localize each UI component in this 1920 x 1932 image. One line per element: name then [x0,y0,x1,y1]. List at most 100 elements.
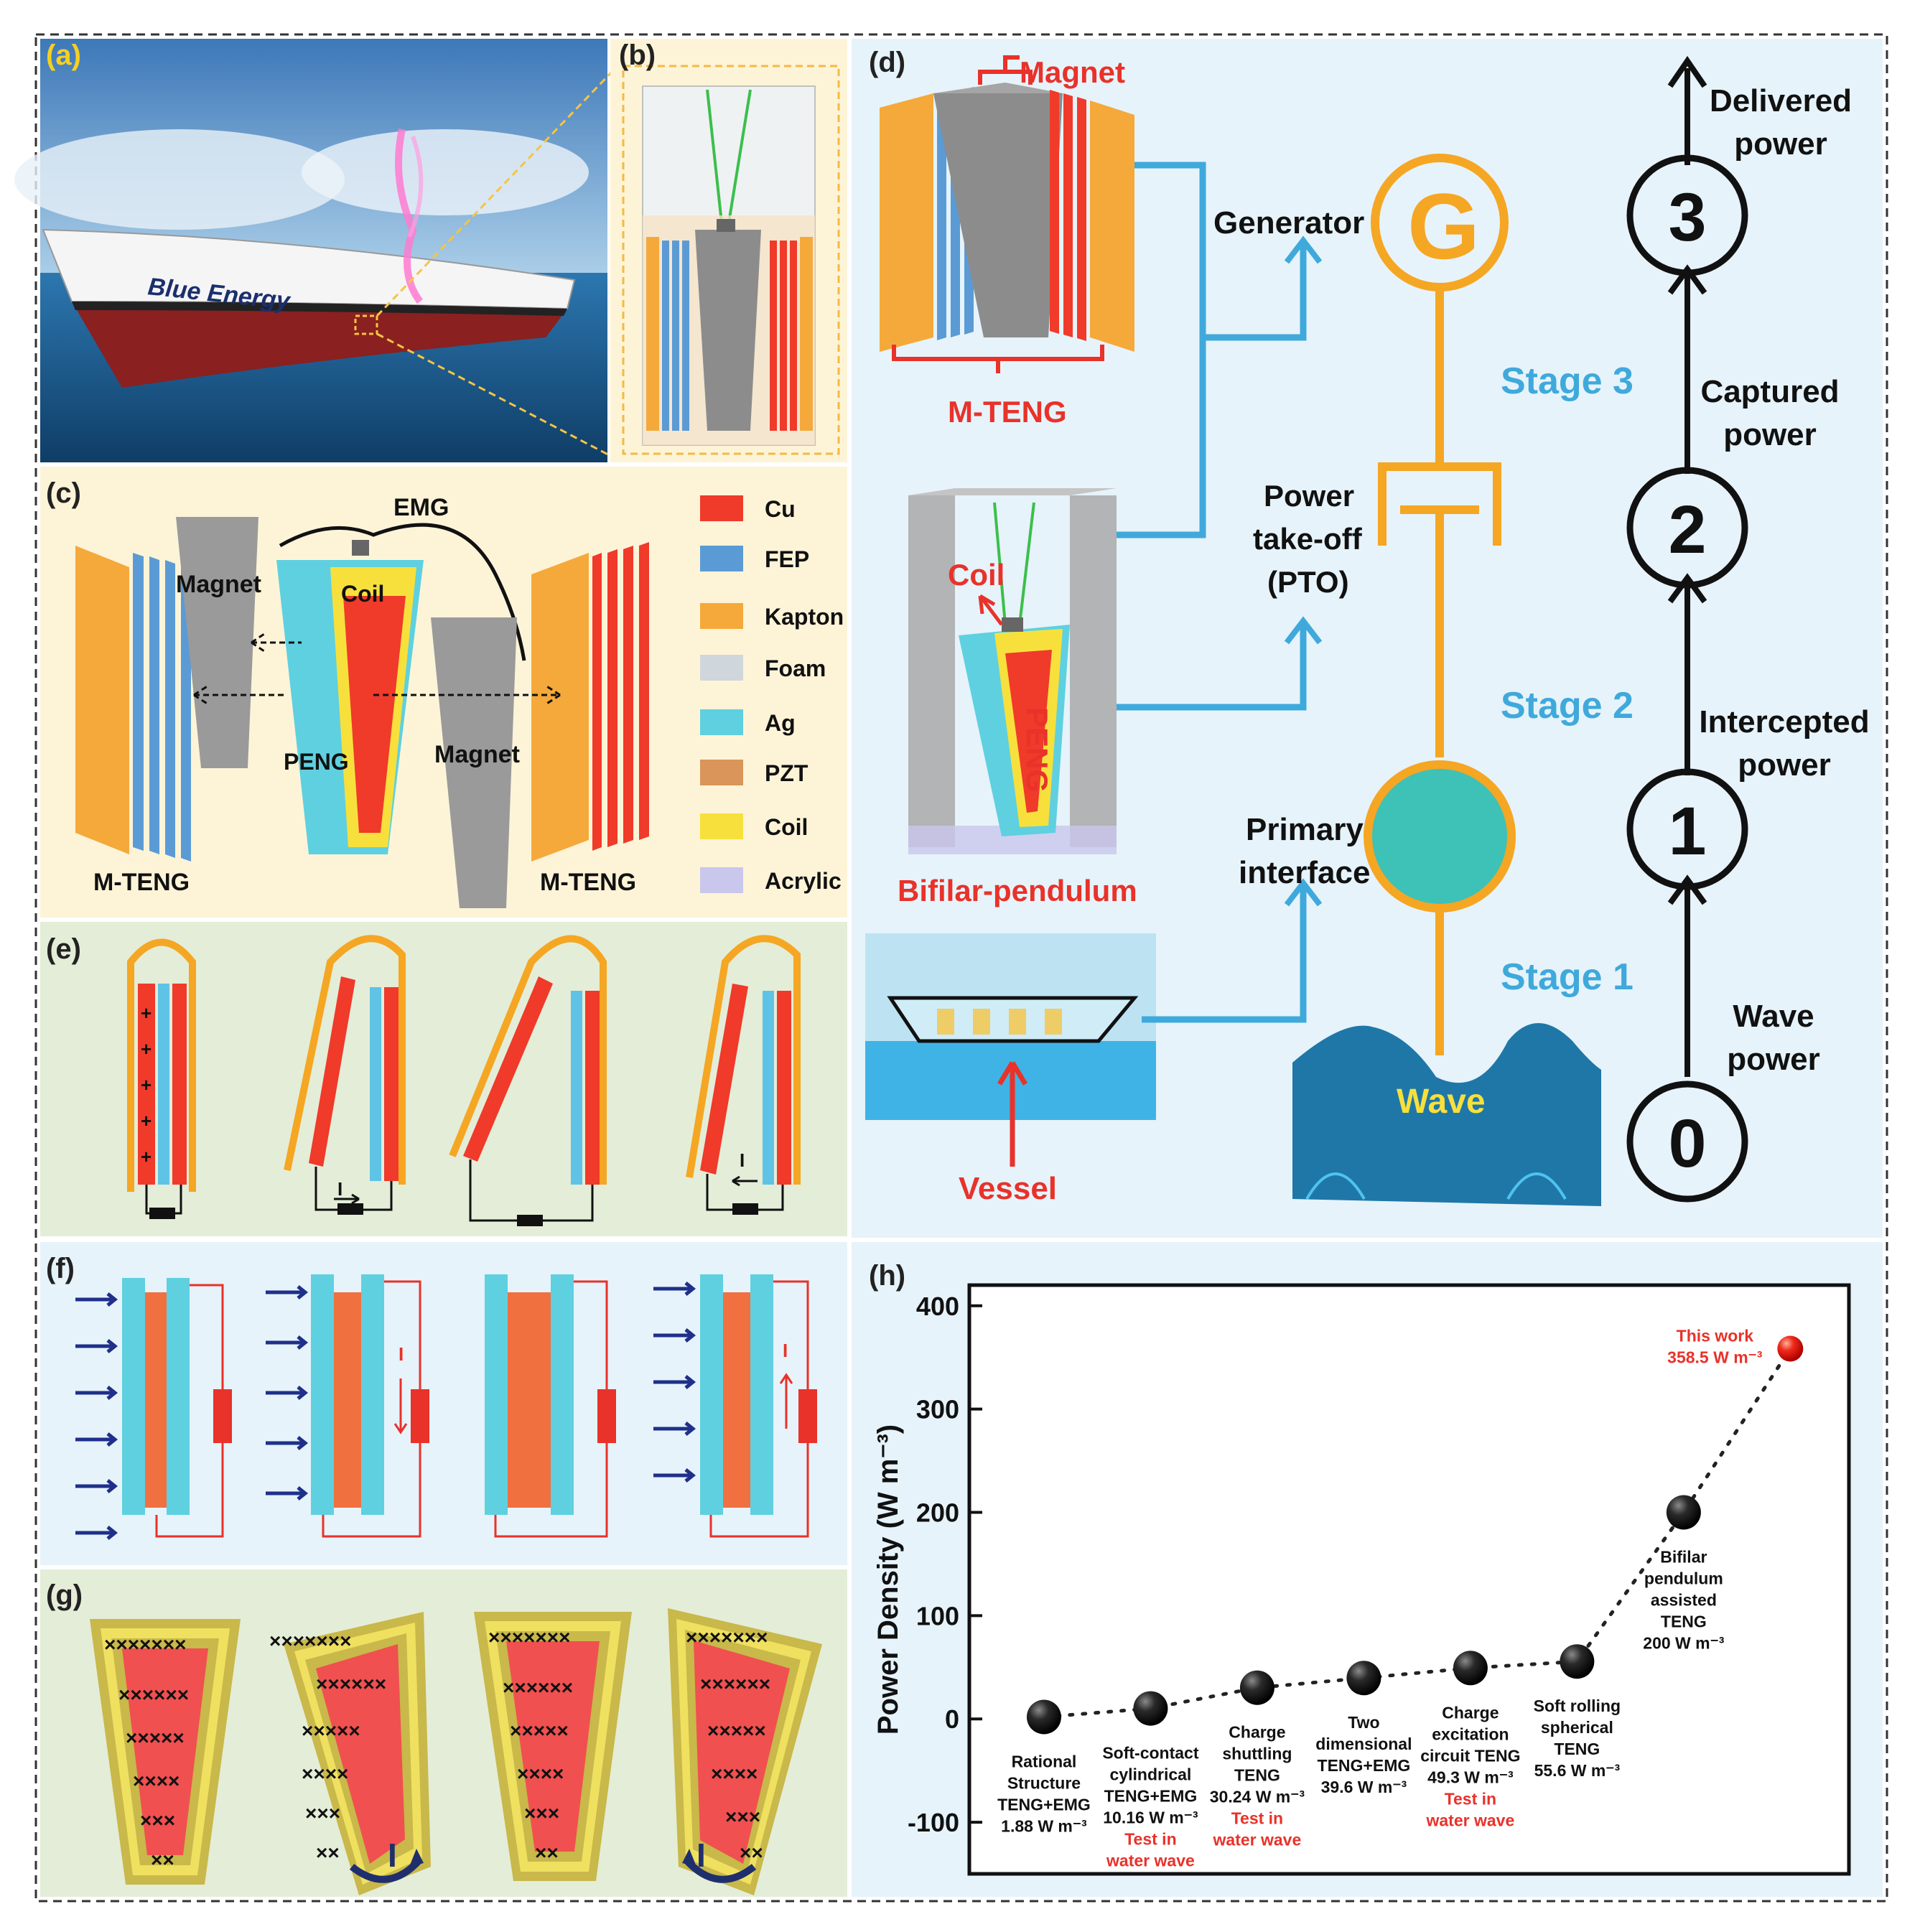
mteng-right [531,542,649,862]
point-note: Test in [1231,1809,1283,1828]
label-primary-2: interface [1239,855,1370,890]
mteng-left-stack [646,237,689,431]
label-mteng: M-TENG [948,395,1067,429]
point-label: cylindrical [1110,1765,1192,1784]
cloud [302,129,589,215]
point-label: 358.5 W m⁻³ [1667,1348,1763,1366]
panel-e: (e) +++++ I [40,922,847,1236]
svg-text:1: 1 [1669,793,1707,869]
point-label: Soft rolling [1534,1697,1621,1715]
svg-text:0: 0 [1669,1106,1707,1182]
svg-text:××: ×× [151,1849,174,1871]
legend-item: Kapton [700,603,844,630]
svg-text:Ag: Ag [765,710,796,736]
ship-stripe [72,302,567,316]
svg-text:PZT: PZT [765,760,808,786]
svg-text:××××××: ×××××× [503,1676,573,1699]
label-stage3: Stage 3 [1501,360,1634,402]
energy-plume [407,135,424,238]
panel-g: (g) I I [40,1569,847,1897]
power-flow-column [1667,55,1707,1077]
vessel-arrow [997,1061,1028,1167]
point-label: This work [1677,1326,1754,1345]
cloud [14,129,345,230]
data-point [1666,1495,1701,1530]
flow-text-2a: Captured [1700,374,1839,409]
legend-item: PZT [700,760,808,786]
coil-pointer [978,594,1003,626]
point-label: 30.24 W m⁻³ [1210,1788,1305,1806]
y-tick-label: 0 [945,1704,959,1734]
legend-item: Cu [700,495,796,522]
flow-text-3b: power [1734,126,1827,162]
label-magnet-left: Magnet [176,571,261,598]
label-generator: Generator [1213,205,1364,241]
teng-state-1: +++++ [127,938,196,1219]
svg-text:×××××××: ××××××× [686,1626,768,1648]
svg-text:×××: ××× [140,1809,175,1831]
flow-node-1: 1 [1626,768,1748,890]
y-tick-label: 400 [916,1292,959,1321]
pendulum-string [706,89,723,223]
svg-text:+: + [141,1002,152,1024]
point-label: dimensional [1315,1735,1412,1753]
coil-state-1 [90,1619,241,1885]
svg-text:×××: ××× [305,1802,340,1824]
panel-label-a: (a) [46,39,81,71]
panel-d: (d) Magnet M-TENG [852,39,1883,1238]
pendulum-string [727,89,752,223]
svg-text:×××××××: ××××××× [269,1630,351,1652]
svg-text:××××: ×××× [517,1763,564,1785]
pendulum-body [695,230,761,431]
legend-item: Ag [700,709,796,736]
legend-item: Acrylic [700,867,842,894]
svg-text:×××: ××× [524,1802,559,1824]
peng-state-1 [75,1278,232,1540]
point-label: Charge [1442,1703,1499,1722]
label-peng-d: PENG [1020,707,1054,793]
flow-text-3a: Delivered [1710,83,1852,118]
point-label: TENG+EMG [997,1796,1091,1814]
label-primary-1: Primary [1246,812,1364,847]
panel-label-f: (f) [46,1253,75,1284]
bifilar-pendulum-3d [908,488,1117,854]
motion-arrows [193,633,561,706]
flow-text-1a: Intercepted [1699,704,1869,739]
point-label: 39.6 W m⁻³ [1321,1778,1407,1796]
svg-text:+: + [141,1146,152,1167]
coil-state-4: I [668,1608,822,1895]
svg-text:××××××: ×××××× [700,1673,770,1695]
label-vessel: Vessel [959,1171,1057,1206]
point-label: TENG [1234,1766,1280,1785]
teng-state-4: I [686,935,801,1215]
plot-area [967,1283,1851,1876]
flow-node-3: 3 [1626,154,1748,276]
trend-line [1042,1346,1792,1719]
svg-text:3: 3 [1669,179,1707,256]
point-label: TENG [1661,1612,1707,1630]
point-label: TENG+EMG [1318,1756,1411,1775]
point-label: Structure [1007,1774,1081,1793]
mteng-left [75,546,191,862]
y-tick-label: 200 [916,1498,959,1527]
panel-label-e: (e) [46,933,81,965]
data-point [1133,1691,1168,1726]
svg-text:××××××: ×××××× [118,1684,189,1706]
generator-symbol: G [1407,174,1480,279]
point-label: Bifilar [1660,1547,1707,1566]
legend-item: FEP [700,546,809,572]
coil-cap [352,540,369,556]
data-point [1346,1661,1381,1696]
svg-text:Acrylic: Acrylic [765,868,842,894]
panel-c: (c) M-TENG Magnet EMG Coil PENG Magnet [40,467,847,918]
legend-item: Foam [700,655,826,681]
point-label: TENG+EMG [1104,1787,1198,1806]
point-note: water wave [1106,1852,1195,1870]
svg-text:2: 2 [1669,492,1707,568]
point-label: 200 W m⁻³ [1643,1633,1724,1652]
point-label: Soft-contact [1102,1744,1199,1763]
data-point [1453,1651,1488,1686]
label-emg: EMG [393,494,449,521]
svg-text:×××××: ××××× [510,1719,569,1742]
